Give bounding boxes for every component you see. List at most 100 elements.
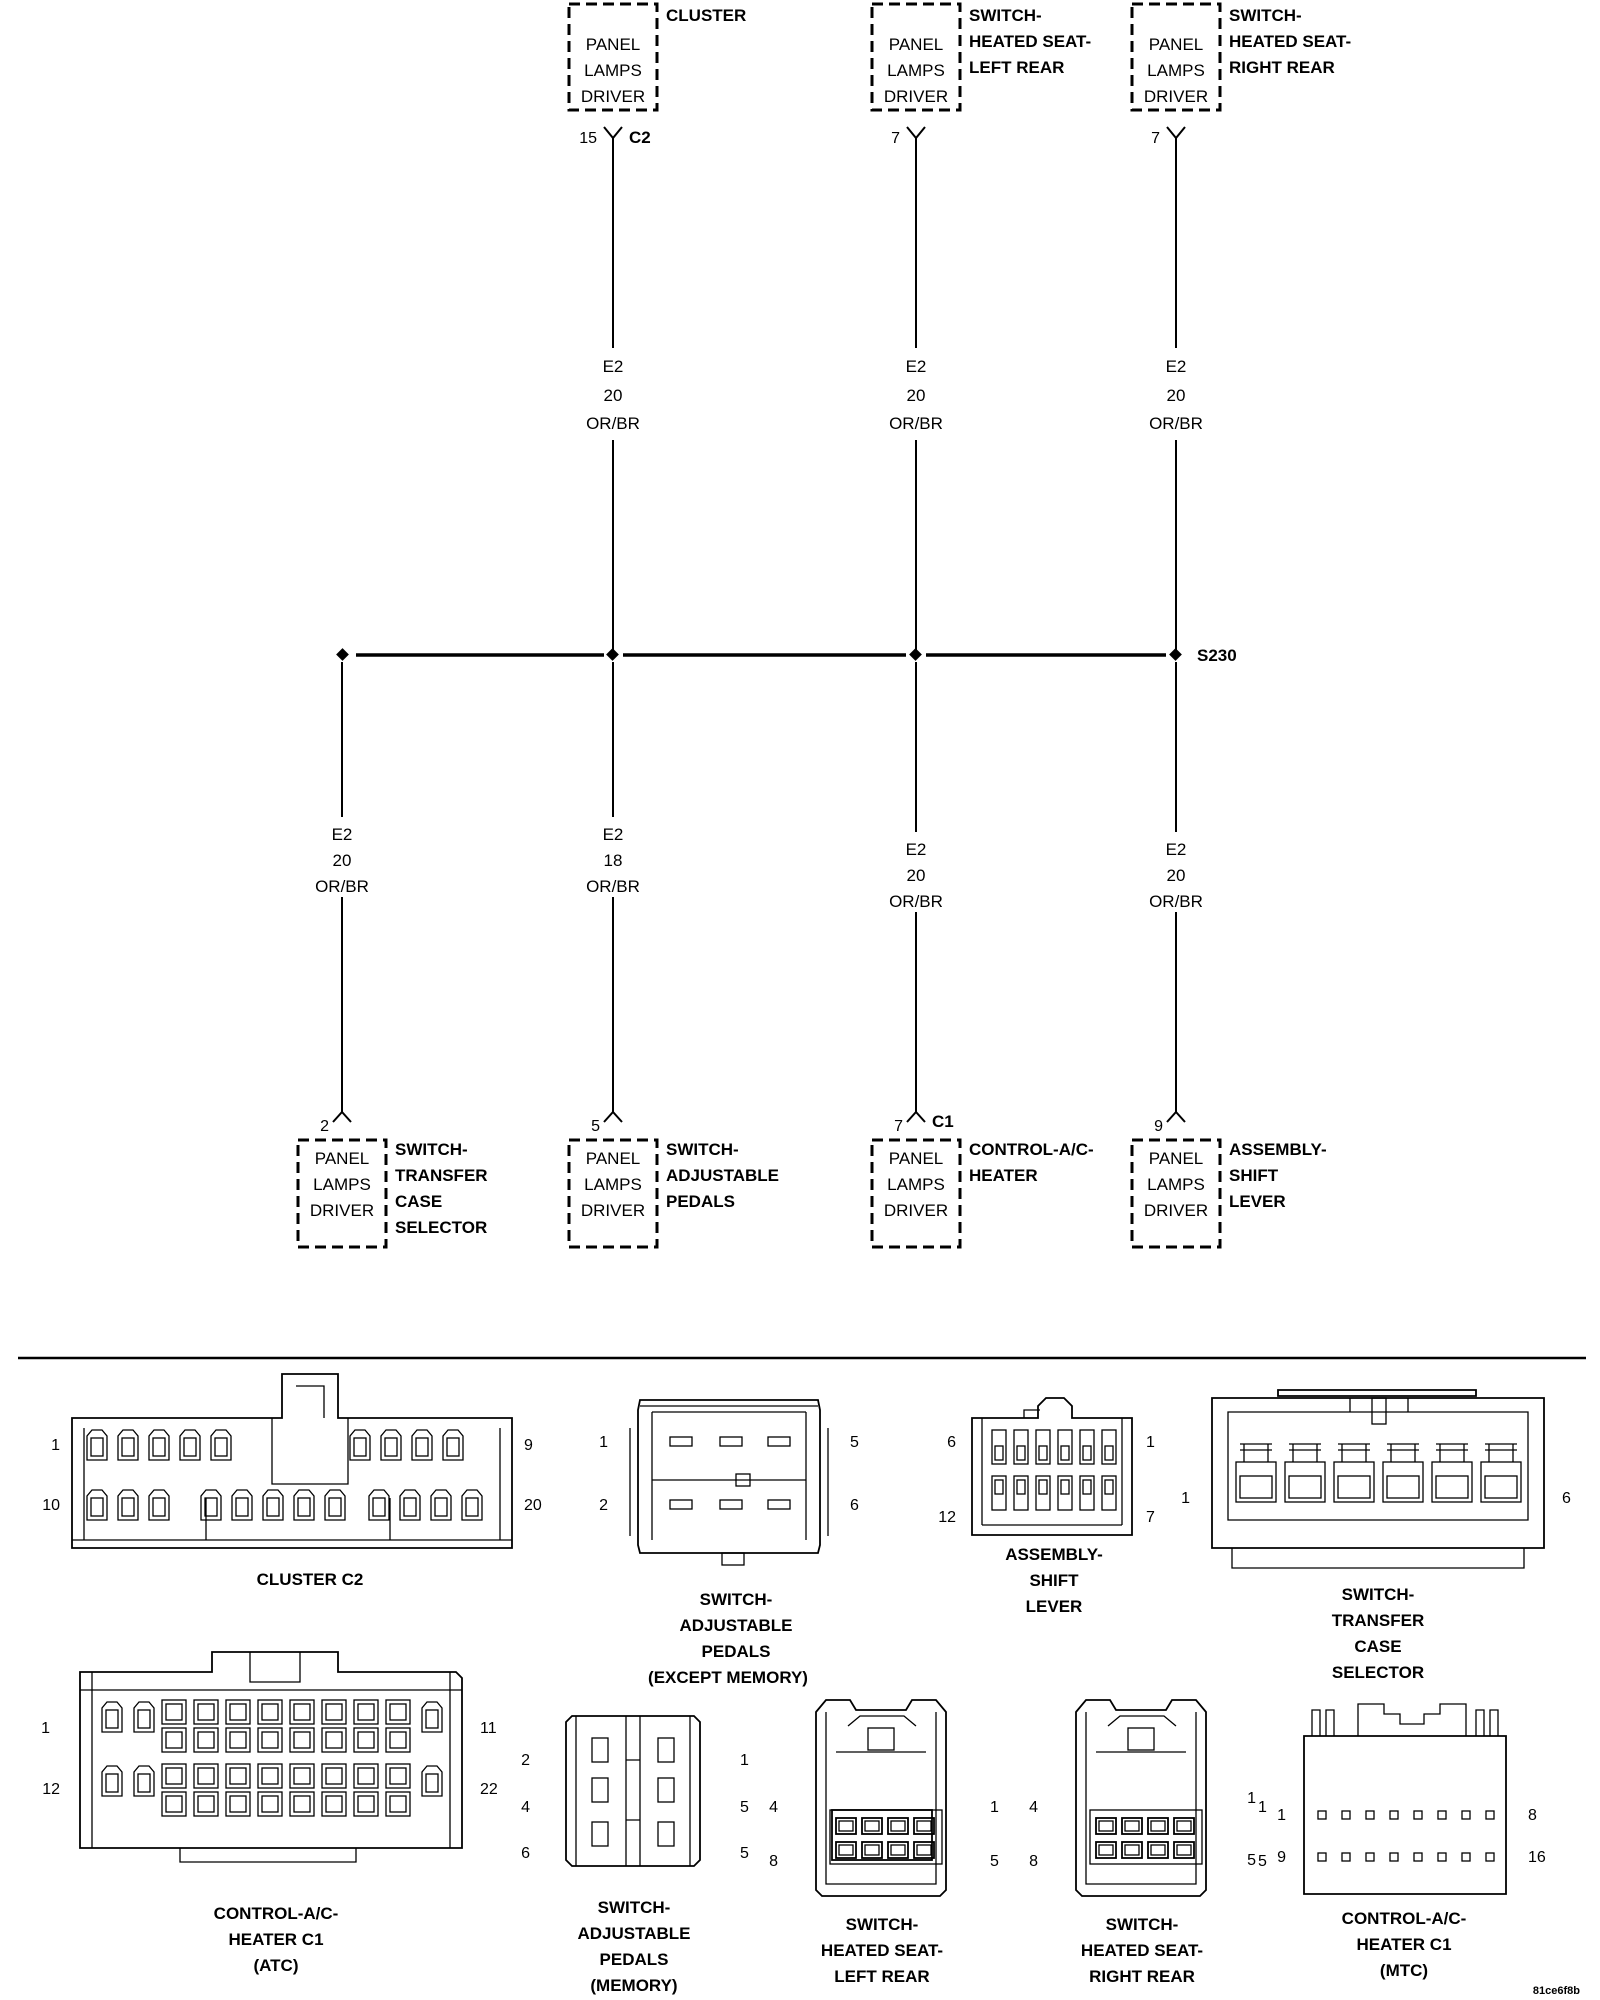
component-title: SWITCH- bbox=[666, 1140, 739, 1159]
cavity-inner bbox=[1435, 1475, 1469, 1499]
panel-label: PANEL bbox=[1149, 1149, 1204, 1168]
splice-dot bbox=[336, 648, 349, 661]
cavity-inner bbox=[1098, 1844, 1114, 1856]
component-title: SELECTOR bbox=[395, 1218, 487, 1237]
component-title: HEATED SEAT- bbox=[969, 32, 1091, 51]
pin-number: 20 bbox=[524, 1497, 542, 1514]
cavity bbox=[225, 1727, 251, 1753]
cavity-inner bbox=[1104, 1445, 1114, 1461]
component-title: LEFT REAR bbox=[969, 58, 1064, 77]
cavity-inner bbox=[293, 1795, 311, 1813]
cavity bbox=[1389, 1852, 1399, 1862]
component-title: ADJUSTABLE bbox=[666, 1166, 779, 1185]
cavity bbox=[1341, 1852, 1351, 1862]
cavity-inner bbox=[415, 1437, 429, 1457]
wire-color: OR/BR bbox=[1149, 892, 1203, 911]
pin-number: 1 bbox=[990, 1799, 999, 1816]
cavity-inner bbox=[105, 1709, 119, 1729]
cavity-inner bbox=[121, 1497, 135, 1517]
lamps-label: LAMPS bbox=[887, 1175, 945, 1194]
component-heated-seat-right: PANEL LAMPS DRIVER SWITCH- HEATED SEAT- … bbox=[1130, 2, 1351, 112]
wire-color: OR/BR bbox=[889, 892, 943, 911]
pin-number: 11 bbox=[480, 1720, 497, 1737]
cavity-inner bbox=[137, 1773, 151, 1793]
cavity-group bbox=[1317, 1810, 1495, 1862]
cavity bbox=[289, 1699, 315, 1725]
bottom-wires bbox=[341, 662, 1177, 1112]
cavity-inner bbox=[325, 1731, 343, 1749]
cavity-inner bbox=[165, 1795, 183, 1813]
cavity-inner bbox=[425, 1709, 439, 1729]
cavity-latch bbox=[1338, 1443, 1370, 1462]
cavity bbox=[161, 1727, 187, 1753]
cavity bbox=[1431, 1461, 1473, 1503]
cavity bbox=[913, 1817, 935, 1835]
cavity bbox=[1121, 1841, 1143, 1859]
connector-title: HEATER C1 bbox=[228, 1930, 323, 1949]
cavity-inner bbox=[165, 1731, 183, 1749]
cavity bbox=[353, 1763, 379, 1789]
cavity-inner bbox=[384, 1437, 398, 1457]
pin-number: 2 bbox=[521, 1752, 530, 1769]
cavity bbox=[262, 1489, 284, 1521]
cavity bbox=[1485, 1810, 1495, 1820]
cavity bbox=[1437, 1810, 1447, 1820]
cavity-inner bbox=[389, 1795, 407, 1813]
lamps-label: LAMPS bbox=[1147, 61, 1205, 80]
cavity bbox=[225, 1791, 251, 1817]
connector-heated-seat-left: 4 1 8 5 SWITCH- HEATED SEAT- LEFT REAR bbox=[769, 1699, 999, 1986]
cavity-latch bbox=[1436, 1443, 1468, 1462]
component-title: CONTROL-A/C- bbox=[969, 1140, 1094, 1159]
cavity bbox=[161, 1763, 187, 1789]
cavity bbox=[1173, 1841, 1195, 1859]
component-title: TRANSFER bbox=[395, 1166, 488, 1185]
cavity-inner bbox=[864, 1844, 880, 1856]
pin-number: 4 bbox=[769, 1799, 778, 1816]
component-title: ASSEMBLY- bbox=[1229, 1140, 1327, 1159]
cavity bbox=[385, 1699, 411, 1725]
connector-title: (MEMORY) bbox=[590, 1976, 677, 1995]
cavity-inner bbox=[152, 1437, 166, 1457]
cavity-inner bbox=[425, 1773, 439, 1793]
cavity-inner bbox=[353, 1437, 367, 1457]
cavity bbox=[1333, 1461, 1375, 1503]
pin-number: 12 bbox=[42, 1781, 60, 1798]
cavity bbox=[1101, 1475, 1117, 1511]
cavity bbox=[1235, 1461, 1277, 1503]
cavity-frame bbox=[829, 1809, 943, 1865]
lamps-label: LAMPS bbox=[313, 1175, 371, 1194]
cavity-inner bbox=[229, 1767, 247, 1785]
component-title: CLUSTER bbox=[666, 6, 746, 25]
bottom-pin-markers: 2 5 7 C1 9 bbox=[320, 1110, 1186, 1135]
pin-number: 4 bbox=[521, 1799, 530, 1816]
component-title: LEVER bbox=[1229, 1192, 1286, 1211]
cavity-inner bbox=[1082, 1445, 1092, 1461]
pin-number: 22 bbox=[480, 1781, 498, 1798]
cavity bbox=[257, 1699, 283, 1725]
connector-title: TRANSFER bbox=[1332, 1611, 1425, 1630]
pin-number: 1 bbox=[1247, 1790, 1256, 1807]
cavity-inner bbox=[1484, 1475, 1518, 1499]
wire-circuit: E2 bbox=[906, 840, 927, 859]
connector-title: SWITCH- bbox=[1106, 1915, 1179, 1934]
cavity bbox=[1095, 1841, 1117, 1859]
cavity-inner bbox=[293, 1731, 311, 1749]
top-pin-markers: 15 C2 7 7 bbox=[579, 126, 1186, 147]
pin-number: 1 bbox=[740, 1752, 749, 1769]
pin-number: 5 bbox=[990, 1853, 999, 1870]
cavity bbox=[887, 1841, 909, 1859]
cavity-inner bbox=[403, 1497, 417, 1517]
cavity-inner bbox=[297, 1497, 311, 1517]
cavity-group bbox=[829, 1809, 943, 1865]
connector-title: PEDALS bbox=[600, 1950, 669, 1969]
panel-label: PANEL bbox=[889, 35, 944, 54]
cavity bbox=[1035, 1429, 1051, 1465]
cavity-inner bbox=[229, 1731, 247, 1749]
pin-number: 6 bbox=[850, 1497, 859, 1514]
connector-title: LEFT REAR bbox=[834, 1967, 929, 1986]
cavity bbox=[1013, 1475, 1029, 1511]
wire-circuit: E2 bbox=[332, 825, 353, 844]
figure-code: 81ce6f8b bbox=[1533, 1985, 1580, 1997]
cavity-inner bbox=[197, 1703, 215, 1721]
cavity bbox=[101, 1701, 123, 1733]
